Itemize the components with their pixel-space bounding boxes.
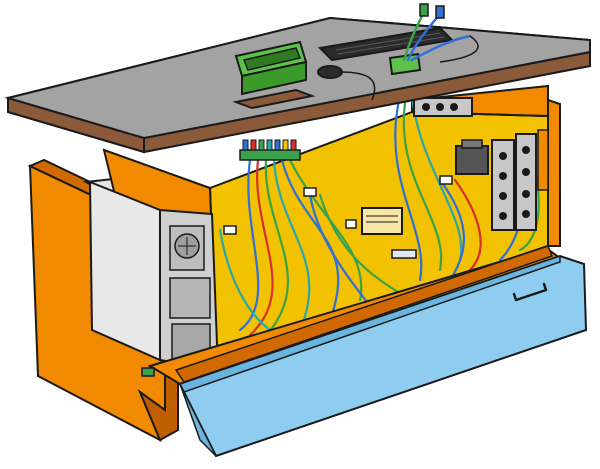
side-box: [537, 129, 549, 191]
cable-plug-blue: [435, 5, 445, 19]
tray-inner-wall: [174, 245, 553, 383]
junction-box: [361, 207, 403, 235]
tower-io-panel: [169, 277, 211, 319]
right-equipment: [455, 129, 549, 231]
grommet-icon: [234, 40, 308, 96]
connector-rail: [239, 139, 301, 161]
drawer-handle-icon: [512, 282, 548, 302]
desk-cable-to-mouse: [439, 35, 479, 63]
power-strip-icon: [413, 97, 473, 117]
cable-bundles: [218, 94, 540, 342]
tray-left-edge: [179, 383, 217, 457]
cable-tray: [147, 245, 588, 458]
tower-side: [88, 180, 161, 362]
cable-plug-green: [419, 3, 429, 17]
mouse-cable: [339, 71, 376, 101]
computer-tower-icon: [88, 180, 220, 372]
desk-cutout: [232, 88, 316, 110]
vertical-power-strip-icon: [491, 139, 515, 231]
connector-plugs: [242, 139, 297, 151]
desk-top: [4, 3, 591, 154]
second-power-strip-icon: [515, 133, 537, 231]
terminal-strip: [391, 249, 417, 259]
tray-bracket: [141, 367, 155, 377]
mouse-icon: [317, 65, 343, 79]
power-adapter: [455, 145, 489, 175]
